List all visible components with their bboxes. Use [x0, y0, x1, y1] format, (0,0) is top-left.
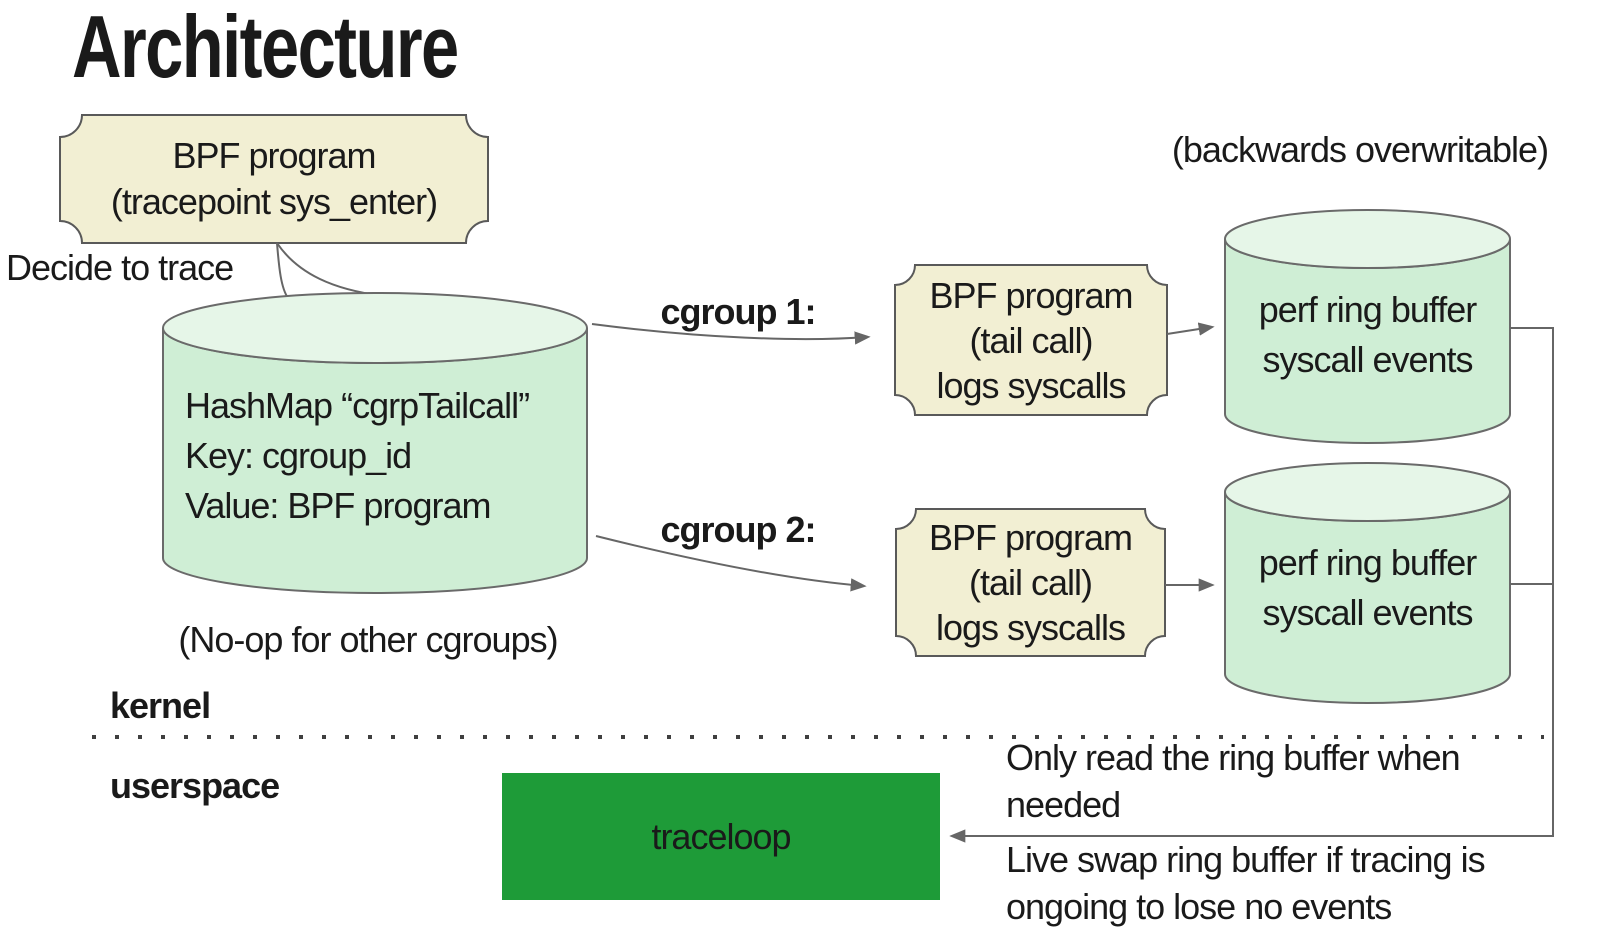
cgroup2-arrow — [595, 535, 867, 592]
perf-buffer1-label: perf ring buffer syscall events — [1258, 289, 1477, 380]
userspace-label: userspace — [110, 765, 280, 806]
cgroup1-edge-label: cgroup 1: — [660, 291, 816, 332]
cgroup1-arrow — [591, 323, 871, 345]
read-ring-buffer-note: Only read the ring buffer when needed — [1006, 737, 1461, 825]
badge-tail-curve-right — [276, 242, 385, 297]
perf-buffer2-label: perf ring buffer syscall events — [1258, 542, 1477, 633]
tracepoint-badge-label: BPF program (tracepoint sys_enter) — [110, 135, 438, 222]
tailcall1-to-perf1-arrow — [1166, 322, 1215, 336]
tailcall2-badge-label: BPF program (tail call) logs syscalls — [928, 517, 1133, 648]
kernel-label: kernel — [110, 685, 211, 726]
hashmap-cylinder-label: HashMap “cgrpTailcall” Key: cgroup_id Va… — [185, 385, 530, 526]
tailcall1-badge-label: BPF program (tail call) logs syscalls — [929, 274, 1133, 406]
decide-to-trace-note: Decide to trace — [6, 247, 234, 288]
perf-buffer2-cylinder-top — [1224, 462, 1511, 522]
traceloop-box-shape — [502, 773, 940, 900]
cgroup2-edge-label: cgroup 2: — [660, 509, 816, 550]
traceloop-box-label: traceloop — [651, 815, 791, 857]
slide-title: Architecture — [72, 0, 459, 96]
perf-buffer1-cylinder-top — [1224, 209, 1511, 269]
tailcall1-badge-shape — [894, 264, 1168, 416]
perf-to-traceloop-connector — [949, 327, 1554, 843]
tracepoint-badge-shape — [59, 114, 489, 244]
tailcall2-badge-shape — [895, 508, 1166, 657]
noop-note: (No-op for other cgroups) — [178, 619, 558, 660]
live-swap-note: Live swap ring buffer if tracing is ongo… — [1006, 839, 1486, 927]
backwards-overwritable-note: (backwards overwritable) — [1171, 129, 1549, 170]
hashmap-cylinder-top — [162, 292, 588, 364]
